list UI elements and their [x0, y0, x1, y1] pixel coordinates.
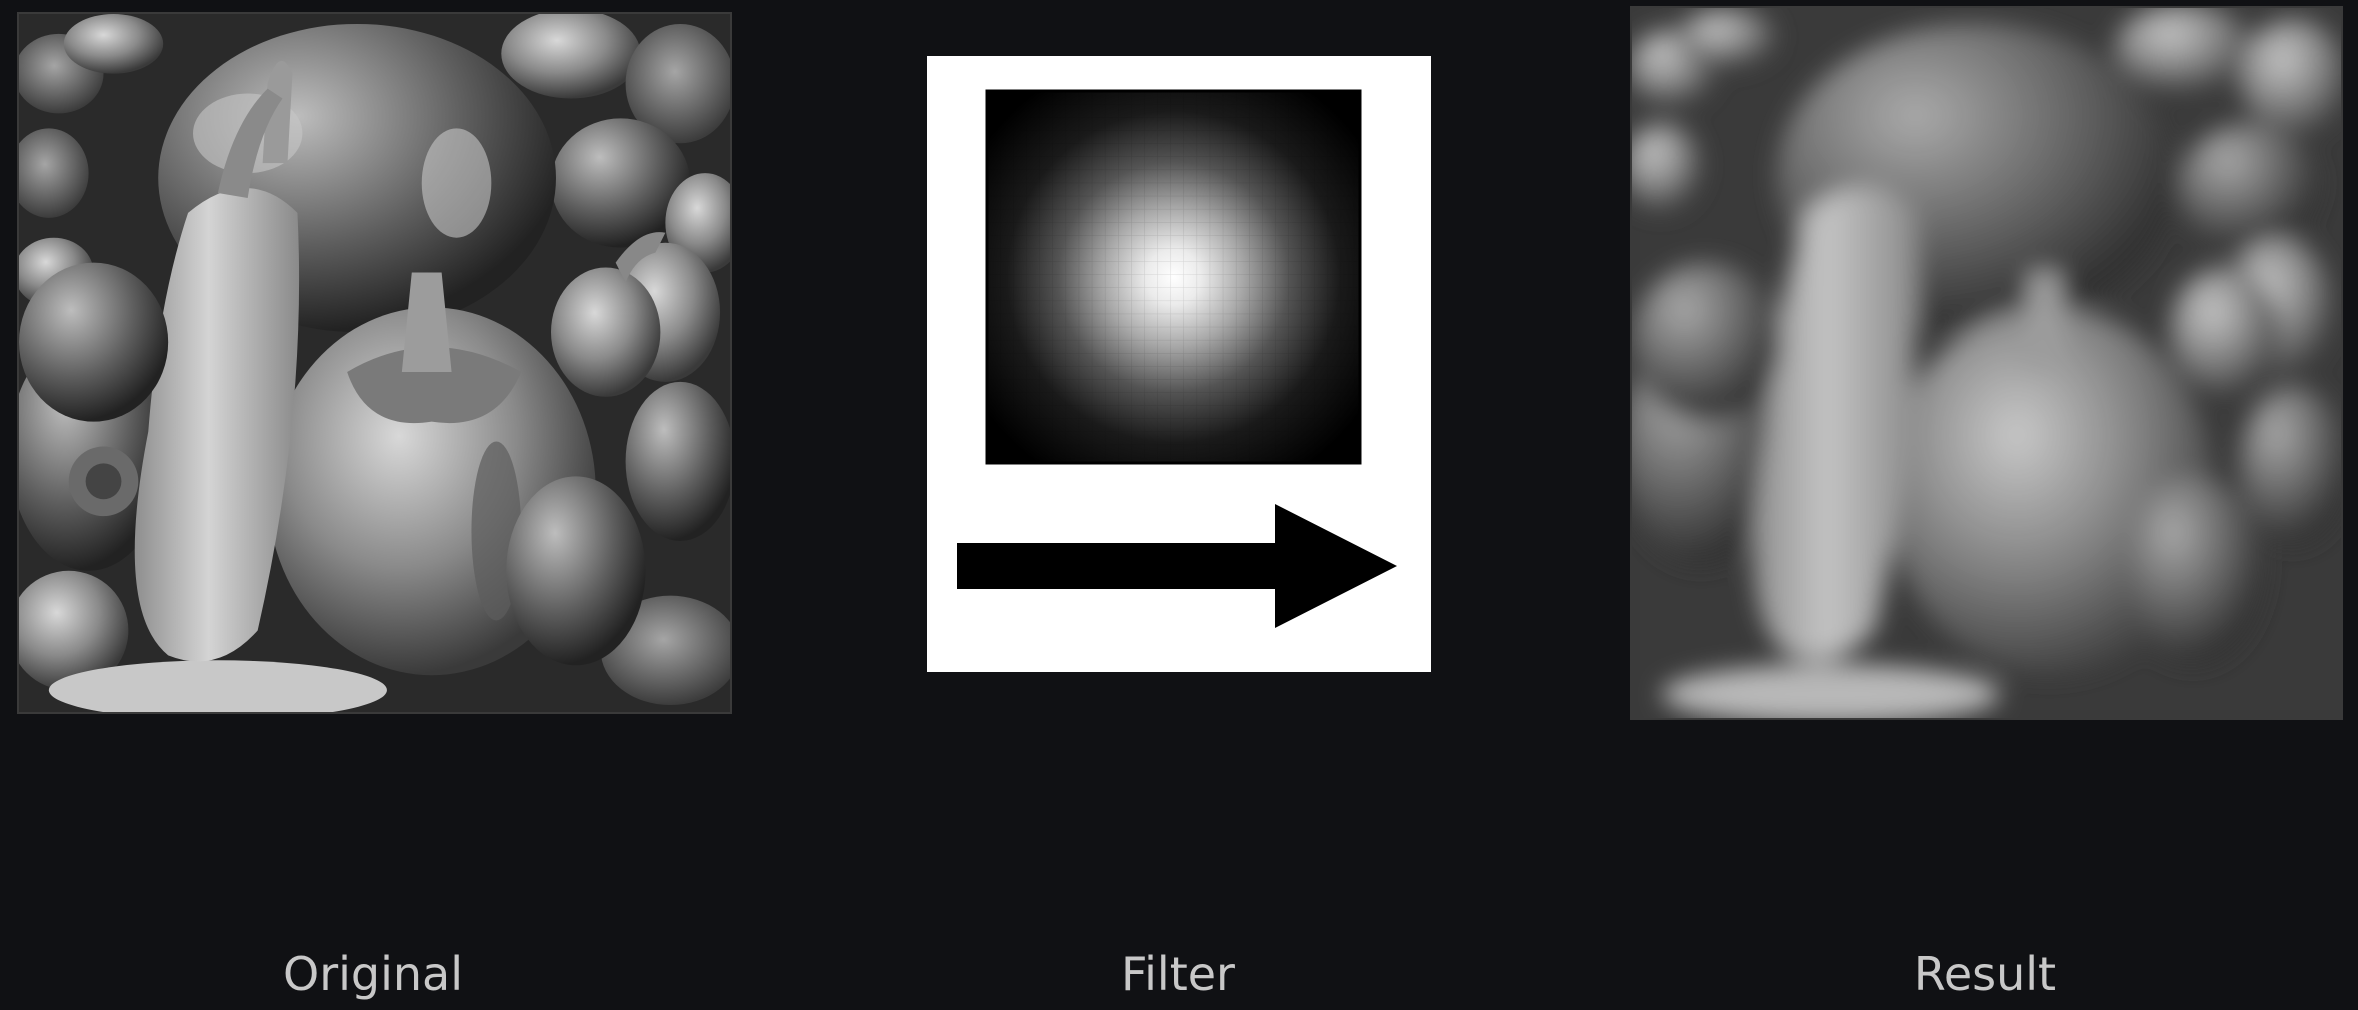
peppers-blurred [1632, 8, 2341, 718]
gaussian-kernel-icon [985, 89, 1362, 465]
caption-original: Original [282, 947, 463, 1001]
result-image [1630, 6, 2343, 720]
original-image [17, 12, 732, 714]
filter-panel [927, 56, 1431, 672]
peppers-original [19, 14, 730, 712]
right-arrow-icon [957, 504, 1397, 628]
filter-diagram [957, 89, 1397, 628]
caption-filter: Filter [1121, 947, 1235, 1001]
caption-result: Result [1913, 947, 2057, 1001]
